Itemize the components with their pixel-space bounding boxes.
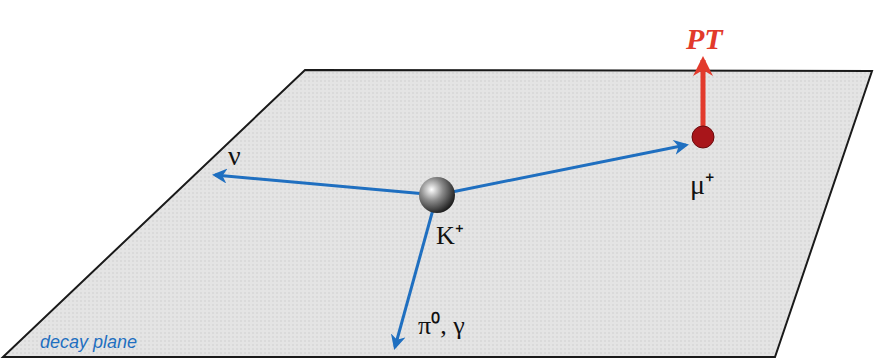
decay-plane bbox=[3, 70, 872, 357]
plane-label: decay plane bbox=[40, 332, 137, 353]
neutrino-arrow bbox=[215, 175, 437, 195]
muon-arrow bbox=[437, 145, 686, 195]
muon-label: μ⁺ bbox=[690, 164, 714, 202]
pion-label: π⁰, γ bbox=[418, 306, 465, 342]
kaon-sphere bbox=[419, 177, 455, 213]
polarization-label: PT bbox=[686, 22, 723, 56]
neutrino-label: ν bbox=[228, 140, 241, 172]
kaon-label: K⁺ bbox=[436, 216, 464, 252]
muon-dot bbox=[692, 126, 714, 148]
polarization-arrow bbox=[701, 60, 706, 126]
